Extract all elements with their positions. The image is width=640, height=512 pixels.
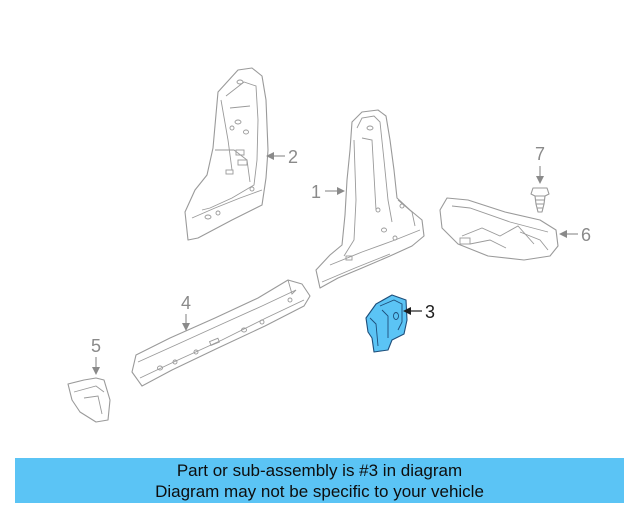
info-banner: Part or sub-assembly is #3 in diagram Di… — [15, 458, 624, 503]
part-1-center-pillar — [315, 109, 425, 289]
part-5-end-cap — [67, 377, 111, 423]
banner-line-part: Part or sub-assembly is #3 in diagram — [176, 460, 463, 480]
callout-label-2: 2 — [288, 147, 298, 167]
parts-diagram: 2 1 7 — [67, 67, 591, 423]
part-6-garnish-cover — [439, 197, 559, 261]
callout-label-1: 1 — [311, 182, 321, 202]
callout-label-3: 3 — [425, 302, 435, 322]
callout-3: 3 — [403, 302, 435, 322]
callout-5: 5 — [91, 336, 101, 375]
callout-1: 1 — [311, 182, 345, 202]
callout-7: 7 — [535, 144, 545, 184]
callout-label-7: 7 — [535, 144, 545, 164]
callout-2: 2 — [266, 147, 298, 167]
callout-label-5: 5 — [91, 336, 101, 356]
callout-6: 6 — [559, 225, 591, 245]
callout-label-4: 4 — [181, 293, 191, 313]
banner-line-disclaimer: Diagram may not be specific to your vehi… — [155, 481, 484, 501]
part-7-screw-clip — [530, 187, 550, 213]
part-2-rear-pillar-panel — [184, 67, 269, 241]
part-4-rocker-rail — [131, 279, 311, 387]
part-3-bracket-highlighted — [365, 294, 408, 353]
callout-label-6: 6 — [581, 225, 591, 245]
callout-4: 4 — [181, 293, 191, 331]
